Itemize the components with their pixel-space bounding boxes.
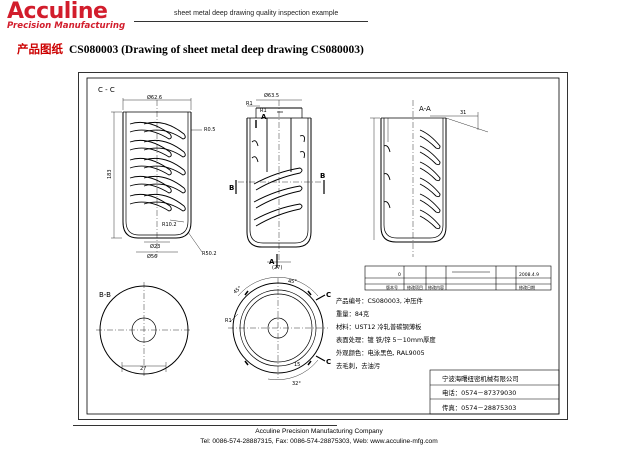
header-rule [134,21,368,22]
dim-h183: 183 [107,169,113,179]
rev-date: 2008.4.9 [519,272,539,278]
title-block-notes: 产品编号：CS080003, 冲压件 重量：84克 材料：UST12 冷轧普碳钢… [336,296,436,370]
view-cc: C - C [98,86,203,257]
cut-label-c-upper: C [326,291,331,299]
note-deburr: 去毛刺，去油污 [336,361,381,370]
view-cc-label: C - C [98,86,115,94]
dim-d63: Ø63.5 [264,92,279,99]
dim-d62: Ø62.6 [147,94,162,101]
note-weight: 重量：84克 [336,310,370,318]
logo-wordmark: Acculine [7,0,108,24]
dim-w27b: 27 [140,366,146,372]
dim-w31: 31 [460,110,466,116]
tb-col-date: 修改日期 [519,284,535,290]
tb-col-item: 修改项目 [407,284,423,290]
dim-d23: Ø23 [150,243,160,250]
view-top [228,277,328,380]
page-heading: 产品图纸 CS080003 (Drawing of sheet metal dee… [17,41,364,57]
heading-chinese: 产品图纸 [17,44,63,56]
technical-drawing: C - C Ø62.6 R0.5 183 R10.2 Ø23 [78,72,568,420]
tb-col-content: 修改内容 [428,284,444,290]
drawing-outer-frame [78,72,568,420]
view-front [235,99,325,268]
dim-r502: R50.2 [202,251,217,257]
footer-rule [73,425,337,426]
tb-col-version: 版本号 [386,284,398,290]
drawing-inner-frame [86,77,560,415]
company-phone: 电话：0574－87379030 [442,388,516,397]
dim-r05: R0.5 [204,127,215,133]
note-surface: 表面处理：镀 铁/锌 5－10mm厚度 [336,335,436,344]
heading-english: CS080003 (Drawing of sheet metal deep dr… [69,44,364,56]
footer-contact: Tel: 0086-574-28887315, Fax: 0086-574-28… [200,438,438,445]
header-title: sheet metal deep drawing quality inspect… [174,10,339,17]
cut-label-b-right: B [320,172,325,180]
dim-r1c: R1 [225,318,232,324]
cut-label-c-lower: C [326,358,331,366]
dim-a45b: 45° [288,279,297,285]
title-block [364,265,552,291]
dim-r1a: R1 [246,101,253,107]
dim-d56: Ø56 [147,253,157,260]
rev-number: 0 [398,272,401,278]
dim-w27: (27) [272,265,282,271]
dim-a32: 32° [292,381,301,387]
cut-label-a-bottom: A [269,258,275,266]
note-product-no: 产品编号：CS080003, 冲压件 [336,296,423,305]
logo-tagline: Precision Manufacturing [7,21,126,31]
view-bb: B-B [96,282,192,378]
company-fax: 传真：0574－28875303 [442,403,516,412]
company-block [429,369,560,415]
dim-d15: 15 [294,362,300,368]
note-material: 材料：UST12 冷轧普碳钢薄板 [336,322,422,331]
dim-a45: 45° [232,285,243,296]
view-aa: A-A [370,100,489,257]
dim-r102: R10.2 [162,222,177,228]
footer-company: Acculine Precision Manufacturing Company [255,428,383,435]
dim-r1b: R1 [260,108,267,114]
view-bb-label: B-B [99,291,111,299]
view-aa-label: A-A [419,105,431,113]
cut-label-a-top: A [261,113,267,121]
note-appearance: 外观颜色：电泳黑色, RAL9005 [336,348,425,357]
cut-label-b-left: B [229,184,234,192]
acculine-logo: Acculine Precision Manufacturing [7,0,139,31]
company-name-cn: 宁波海曙纽密机械有限公司 [442,374,519,383]
